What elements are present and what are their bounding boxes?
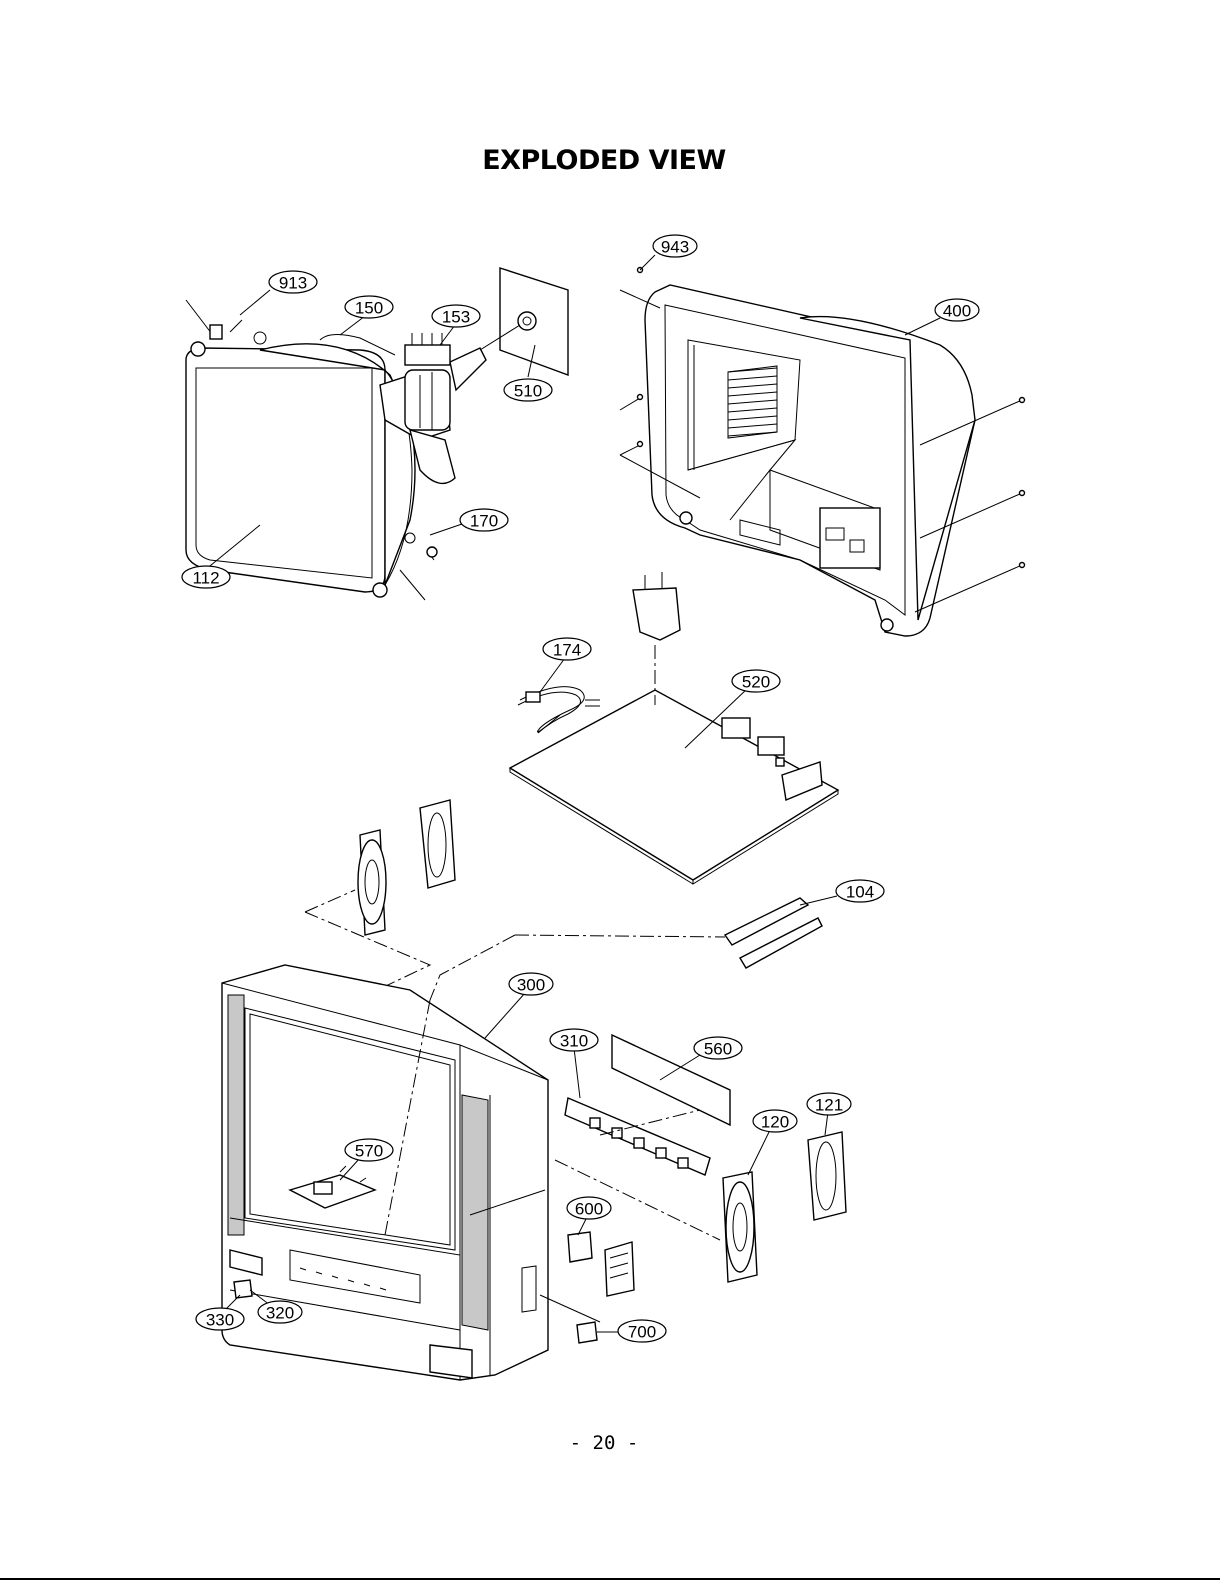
callout-104: 104 (836, 880, 884, 902)
svg-text:600: 600 (575, 1200, 603, 1219)
callout-560: 560 (694, 1037, 742, 1059)
svg-text:121: 121 (815, 1096, 843, 1115)
callout-310: 310 (550, 1029, 598, 1051)
svg-text:150: 150 (355, 299, 383, 318)
svg-text:320: 320 (266, 1304, 294, 1323)
svg-text:560: 560 (704, 1040, 732, 1059)
callout-600: 600 (567, 1197, 611, 1219)
svg-text:400: 400 (943, 302, 971, 321)
anode-cap-board (405, 268, 568, 375)
callout-120: 120 (753, 1110, 797, 1132)
svg-text:174: 174 (553, 641, 581, 660)
bottom-rule (0, 1578, 1220, 1580)
svg-text:943: 943 (661, 238, 689, 257)
svg-text:153: 153 (442, 308, 470, 327)
svg-text:510: 510 (514, 382, 542, 401)
callout-400: 400 (935, 299, 979, 321)
svg-text:310: 310 (560, 1032, 588, 1051)
svg-text:112: 112 (192, 569, 219, 588)
svg-text:700: 700 (628, 1323, 656, 1342)
back-cover (645, 285, 975, 636)
callout-510: 510 (504, 379, 552, 401)
callout-300: 300 (509, 973, 553, 995)
callout-320: 320 (258, 1301, 302, 1323)
callout-153: 153 (432, 305, 480, 327)
main-board (510, 572, 838, 884)
callout-112: 112 (182, 566, 230, 588)
svg-text:170: 170 (470, 512, 498, 531)
callout-170: 170 (460, 509, 508, 531)
side-rails (515, 898, 822, 968)
front-speakers (723, 1132, 846, 1282)
svg-text:300: 300 (517, 976, 545, 995)
callout-121: 121 (807, 1093, 851, 1115)
callout-570: 570 (345, 1139, 393, 1161)
page-number: - 20 - (0, 1432, 1208, 1454)
callout-520: 520 (732, 670, 780, 692)
callout-943: 943 (653, 235, 697, 257)
svg-text:570: 570 (355, 1142, 383, 1161)
callout-330: 330 (196, 1308, 244, 1330)
svg-text:120: 120 (761, 1113, 789, 1132)
callout-174: 174 (543, 638, 591, 660)
svg-text:520: 520 (742, 673, 770, 692)
callout-700: 700 (618, 1320, 666, 1342)
svg-text:330: 330 (206, 1311, 234, 1330)
svg-text:913: 913 (279, 274, 307, 293)
svg-text:104: 104 (846, 883, 874, 902)
callout-150: 150 (345, 296, 393, 318)
callout-913: 913 (269, 271, 317, 293)
